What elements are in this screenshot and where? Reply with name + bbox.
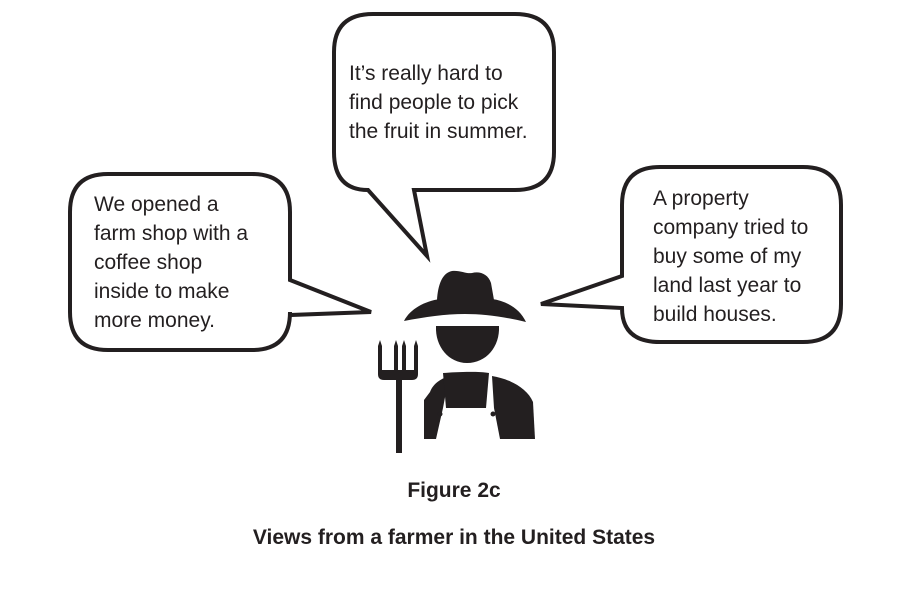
bubble-line: more money. [94, 309, 215, 332]
bubble-line: We opened a [94, 193, 219, 216]
bubble-text-left: We opened a farm shop with a coffee shop… [94, 190, 248, 335]
figure-title: Views from a farmer in the United States [252, 526, 656, 549]
bubble-line: buy some of my [653, 245, 802, 268]
bubble-text-top: It’s really hard to find people to pick … [349, 59, 528, 146]
bubble-line: farm shop with a [94, 222, 249, 245]
bubble-line: coffee shop [94, 251, 203, 274]
hat-brim-icon [404, 299, 526, 322]
pitchfork-icon [378, 340, 418, 453]
hat-crown-icon [437, 270, 494, 300]
bubble-line: inside to make [94, 280, 230, 303]
bubble-line: build houses. [653, 303, 777, 326]
speech-bubble-top [332, 12, 556, 263]
figure-number: Figure 2c [407, 479, 501, 502]
speech-bubble-left [68, 172, 372, 352]
torso-icon [424, 376, 449, 439]
bubble-line: company tried to [653, 216, 809, 239]
overalls-bib-icon [443, 371, 489, 408]
bubble-line: A property [653, 187, 749, 210]
bubble-line: the fruit in summer. [349, 120, 528, 143]
bubble-line: It’s really hard to [349, 62, 503, 85]
bubble-line: find people to pick [349, 91, 519, 114]
face-icon [435, 326, 500, 363]
speech-bubble-right [540, 165, 843, 344]
bubble-line: land last year to [653, 274, 802, 297]
farmer-icon [404, 270, 535, 439]
bubble-text-right: A property company tried to buy some of … [653, 184, 808, 329]
